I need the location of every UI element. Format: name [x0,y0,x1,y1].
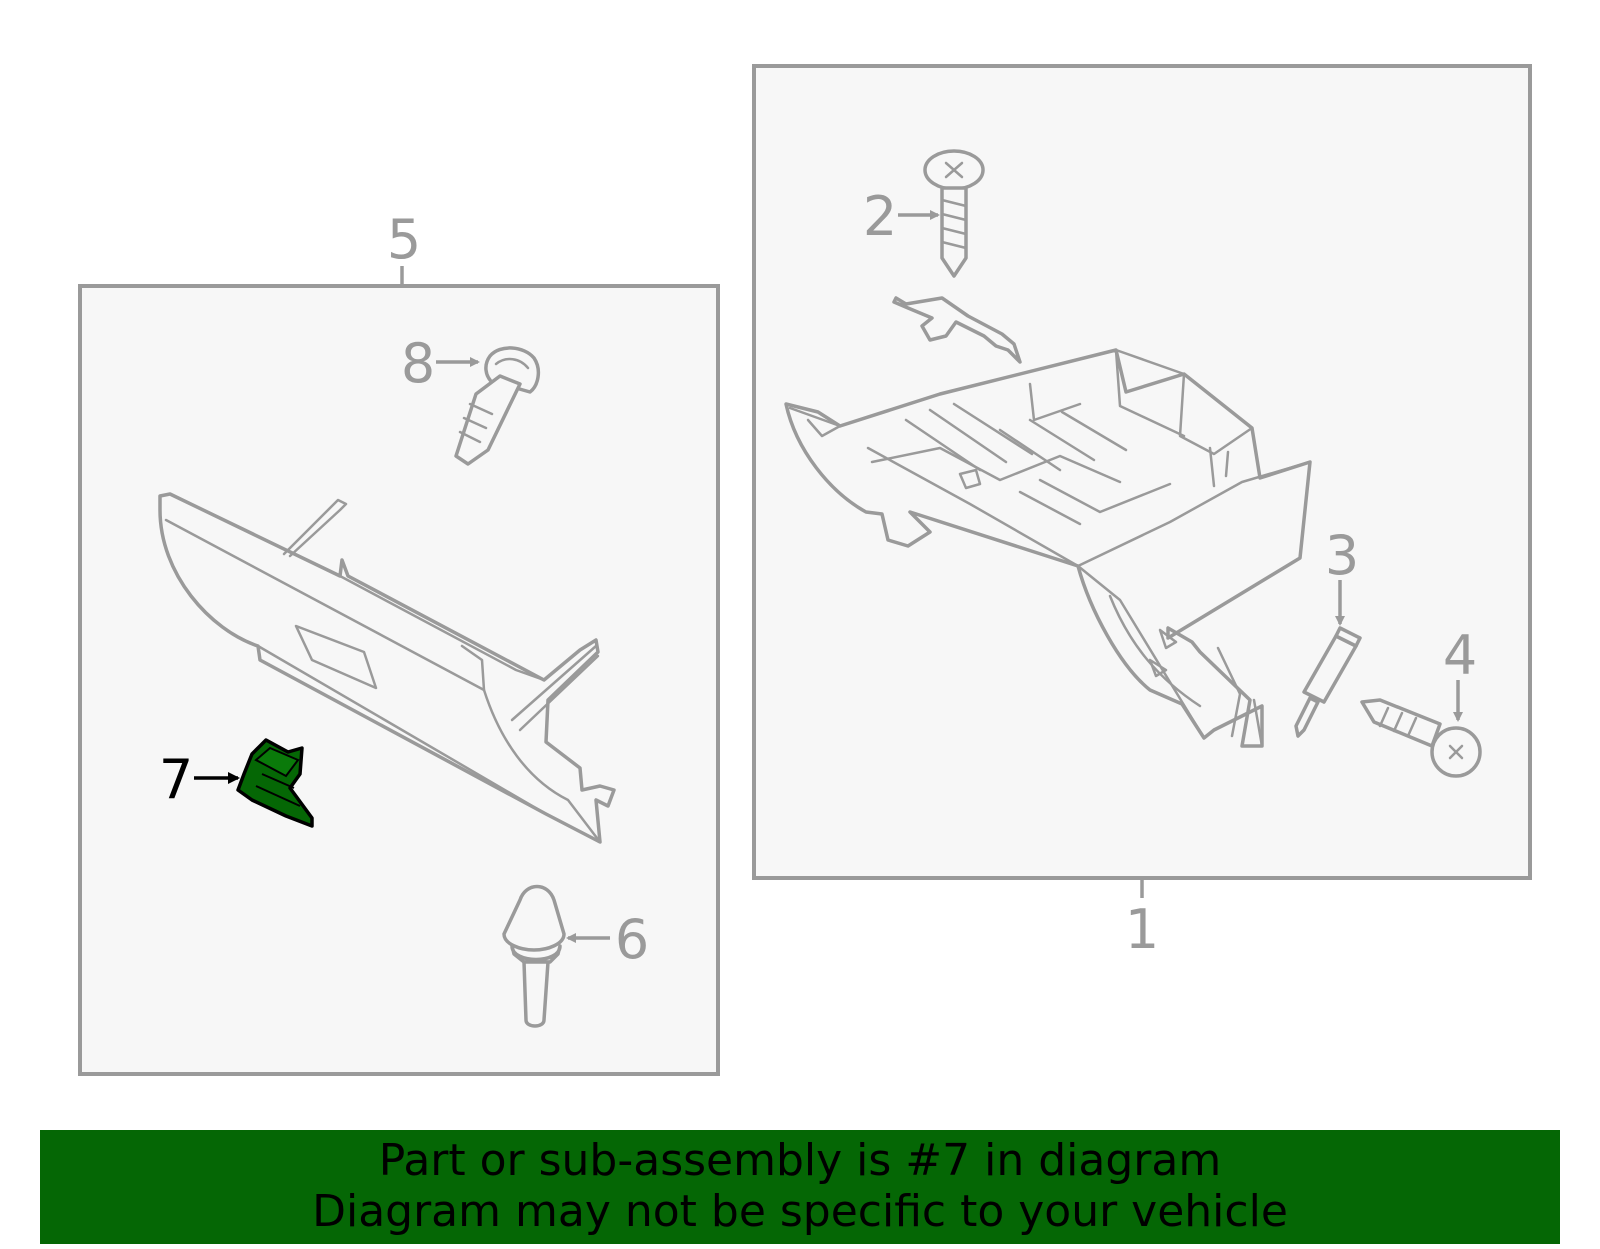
callout-1[interactable]: 1 [1125,898,1159,961]
screw-part-4[interactable] [1360,698,1482,778]
callout-3[interactable]: 3 [1325,524,1359,587]
screw-part-2[interactable] [923,149,985,278]
banner-line-2: Diagram may not be specific to your vehi… [312,1186,1288,1237]
screw-part-8[interactable] [454,346,541,466]
glove-box-assembly[interactable] [784,348,1312,748]
callout-7[interactable]: 7 [159,748,193,811]
glove-box-door[interactable] [158,492,616,844]
callout-5[interactable]: 5 [387,208,421,271]
pin-part-3[interactable] [1294,626,1362,738]
banner-line-1: Part or sub-assembly is #7 in diagram [378,1135,1222,1186]
bracket [892,296,1022,364]
latch-part-7-highlighted[interactable] [236,738,314,828]
bumper-part-6[interactable] [502,884,566,1028]
info-banner: Part or sub-assembly is #7 in diagram Di… [40,1130,1560,1244]
callout-4[interactable]: 4 [1443,624,1477,687]
callout-6[interactable]: 6 [615,908,649,971]
callout-8[interactable]: 8 [401,332,435,395]
callout-2[interactable]: 2 [863,185,897,248]
